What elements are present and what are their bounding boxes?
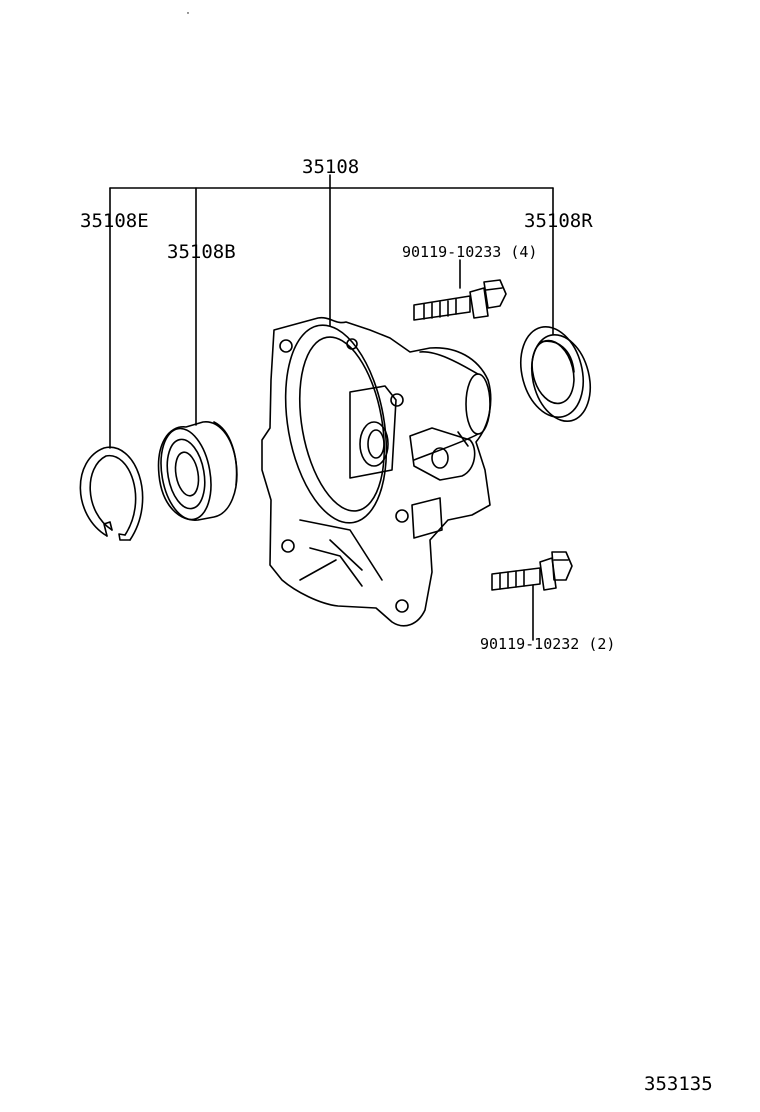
bearing-part-number: 35108B [167,241,236,263]
top-bolt-part [413,279,507,321]
leader-lines [109,174,554,641]
ball-bearing-part [157,421,238,521]
bottom-bolt-part-number: 90119-10232 (2) [480,635,616,653]
oil-seal-part [520,325,591,423]
top-bolt-part-number: 90119-10233 (4) [402,243,538,261]
figure-number: 353135 [644,1073,713,1095]
snap-ring-part [79,446,144,541]
extension-housing-part [261,316,492,627]
oil-seal-part-number: 35108R [524,210,593,232]
bottom-bolt-part [491,551,573,591]
assembly-part-number: 35108 [302,156,360,178]
snap-ring-part-number: 35108E [80,210,149,232]
